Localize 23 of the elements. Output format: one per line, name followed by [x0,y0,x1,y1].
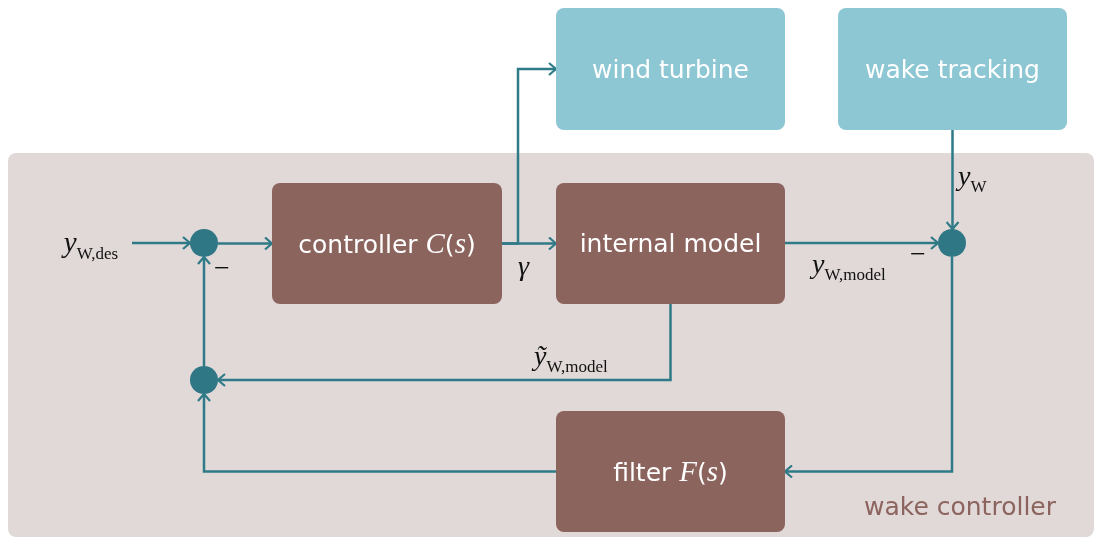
process-box: wake tracking [838,8,1067,130]
arrow [502,61,558,245]
region-panel [8,153,1094,537]
signal-label: γ [518,250,530,282]
arrow [945,130,960,231]
minus-sign: − [910,238,926,270]
summing-junction [190,229,218,257]
arrow [196,392,556,473]
process-box: wind turbine [556,8,785,130]
region-label: wake controller [864,492,1056,521]
arrow [216,304,672,388]
process-box: controller C(s) [272,183,502,304]
process-box: internal model [556,183,785,304]
arrow [785,235,940,251]
summing-junction [938,229,966,257]
arrow [783,257,954,479]
arrow [132,235,192,251]
summing-junction [190,366,218,394]
process-box: filter F(s) [556,411,785,532]
arrow [196,255,212,366]
minus-sign: − [214,252,230,284]
signal-label: y$_{W,des}$ [50,225,132,265]
arrow [218,236,274,251]
